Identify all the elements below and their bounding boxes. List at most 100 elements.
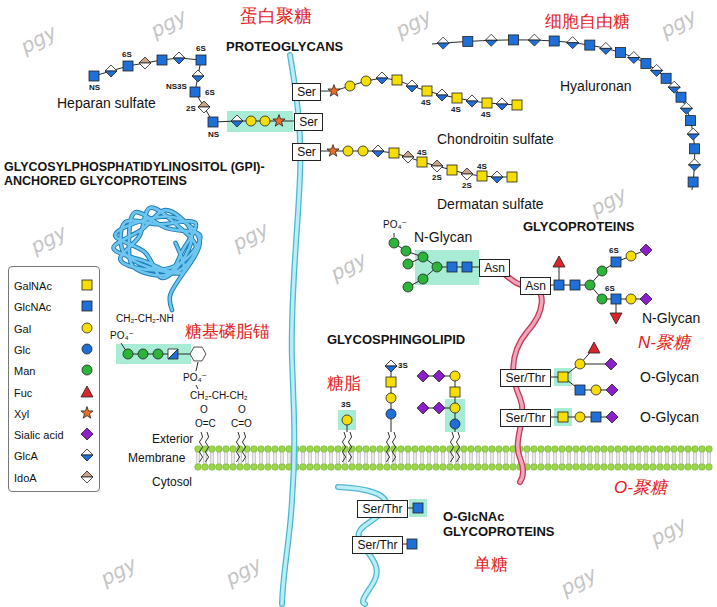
lipid-head <box>678 446 685 453</box>
lipid-tail <box>231 458 232 464</box>
monosaccharide-symbol <box>496 104 508 110</box>
lipid-head <box>629 464 636 471</box>
monosaccharide-symbol <box>376 78 388 84</box>
lipid-head <box>524 446 531 453</box>
glycan-name: O-Glycan <box>640 409 699 425</box>
lipid-tail <box>584 458 585 464</box>
lipid-head <box>223 446 230 453</box>
lipid-head <box>195 464 202 471</box>
lipid-tail <box>360 458 361 464</box>
monosaccharide-symbol <box>157 55 167 65</box>
watermark: pgy <box>27 221 71 259</box>
lipid-tail <box>437 458 438 464</box>
lipid-tail <box>511 452 512 458</box>
lipid-head <box>594 446 601 453</box>
monosaccharide-symbol <box>192 76 204 82</box>
highlight-box <box>116 344 191 364</box>
lipid-head <box>482 446 489 453</box>
lipid-tail <box>462 458 463 464</box>
monosaccharide-symbol <box>575 412 585 422</box>
lipid-head <box>398 446 405 453</box>
lipid-tail <box>539 452 540 458</box>
lipid-tail <box>423 458 424 464</box>
monosaccharide-symbol <box>686 116 696 126</box>
lipid-head <box>566 446 573 453</box>
lipid-head <box>475 464 482 471</box>
lipid-tail <box>689 452 690 458</box>
lipid-tail <box>654 458 655 464</box>
lipid-head <box>622 446 629 453</box>
monosaccharide-symbol <box>81 455 93 461</box>
monosaccharide-symbol <box>173 52 185 58</box>
lipid-tail <box>290 458 291 464</box>
lipid-tail <box>280 458 281 464</box>
lipid-tail <box>217 452 218 458</box>
monosaccharide-symbol <box>690 144 700 154</box>
monosaccharide-symbol <box>447 165 457 175</box>
glycan-name: Chondroitin sulfate <box>437 131 554 147</box>
lipid-tail <box>609 452 610 458</box>
residue-name: Ser/Thr <box>505 411 545 425</box>
lipid-head <box>580 446 587 453</box>
lipid-tail <box>490 452 491 458</box>
watermark: pgy <box>392 5 436 43</box>
lipid-tail <box>287 458 288 464</box>
lipid-head <box>699 464 706 471</box>
lipid-tail <box>619 452 620 458</box>
monosaccharide-symbol <box>558 372 568 382</box>
lipid-tail <box>665 452 666 458</box>
lipid-tail <box>581 452 582 458</box>
lipid-head <box>468 464 475 471</box>
amino-acid-box: Ser <box>294 113 323 131</box>
lipid-tail <box>276 452 277 458</box>
glycosidic-bond <box>394 233 395 237</box>
lipid-tail <box>476 452 477 458</box>
lipid-head <box>531 446 538 453</box>
lipid-head <box>601 446 608 453</box>
monosaccharide-symbol <box>661 73 671 83</box>
lipid-head <box>496 464 503 471</box>
lipid-tail <box>248 458 249 464</box>
region-label: Cytosol <box>152 476 192 490</box>
monosaccharide-symbol <box>610 313 622 324</box>
legend-text: IdoA <box>14 472 37 484</box>
lipid-tail <box>626 452 627 458</box>
lipid-head <box>216 464 223 471</box>
lipid-tail <box>322 452 323 458</box>
lipid-tail <box>374 458 375 464</box>
monosaccharide-symbol <box>549 36 559 46</box>
lipid-tail <box>532 458 533 464</box>
lipid-tail <box>315 458 316 464</box>
lipid-tail <box>668 458 669 464</box>
lipid-tail <box>549 452 550 458</box>
inositol-ring <box>190 347 206 361</box>
amino-acid-box: Ser/Thr <box>500 409 551 427</box>
lipid-tail <box>675 452 676 458</box>
lipid-tail <box>402 452 403 458</box>
sulfate-tag: 6S <box>196 44 206 53</box>
lipid-tail <box>640 452 641 458</box>
monosaccharide-symbol <box>406 86 418 92</box>
lipid-tail <box>707 458 708 464</box>
monosaccharide-symbol <box>463 36 473 46</box>
lipid-head <box>335 446 342 453</box>
sulfate-tag: 4S <box>417 148 427 157</box>
legend-row: Xyl <box>14 404 98 422</box>
lipid-tail <box>525 458 526 464</box>
monosaccharide-symbol <box>528 40 540 46</box>
lipid-head <box>503 446 510 453</box>
lipid-tail <box>651 458 652 464</box>
monosaccharide-symbol <box>591 385 601 395</box>
monosaccharide-symbol <box>139 63 151 69</box>
monosaccharide-symbol <box>450 419 460 429</box>
lipid-tail <box>336 452 337 458</box>
lipid-tail <box>672 458 673 464</box>
monosaccharide-symbol <box>168 349 178 359</box>
legend-text: GlcA <box>14 450 38 462</box>
lipid-head <box>468 446 475 453</box>
lipid-tail <box>364 452 365 458</box>
chem-formula: C=O <box>231 418 252 430</box>
lipid-tail <box>269 458 270 464</box>
monosaccharide-symbol <box>628 58 640 64</box>
lipid-tail <box>626 458 627 464</box>
